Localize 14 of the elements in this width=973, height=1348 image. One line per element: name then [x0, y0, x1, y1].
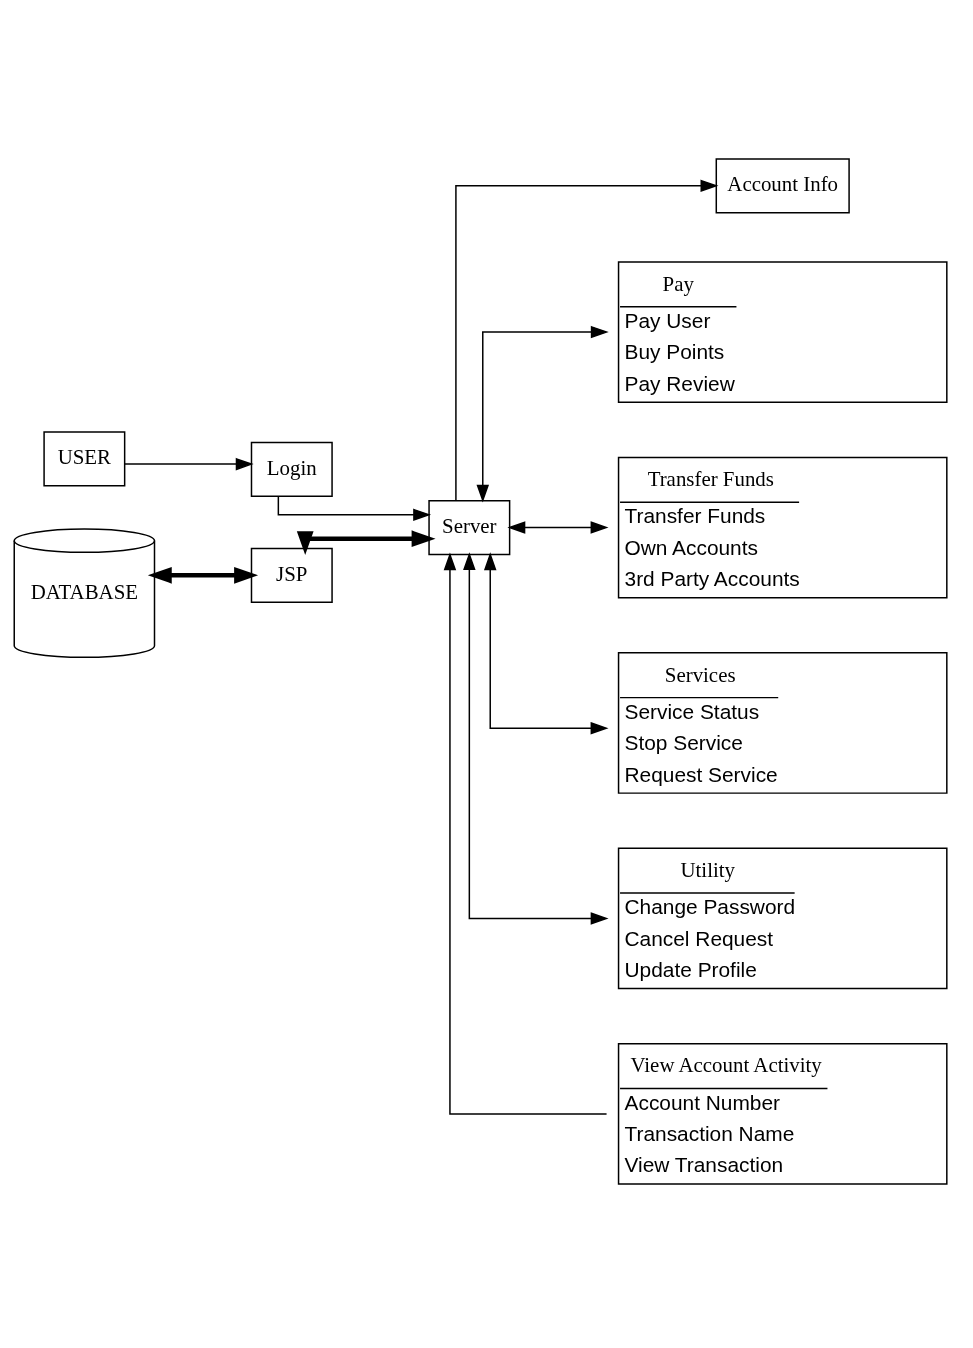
node-box: USER [43, 430, 126, 486]
arrow [443, 551, 608, 1115]
node-box: JSP [250, 547, 333, 603]
arrow [507, 520, 609, 534]
arrow [476, 325, 609, 503]
arrow [463, 551, 609, 925]
arrow [124, 457, 254, 470]
arrow [455, 179, 719, 501]
arrow [147, 566, 259, 584]
node-box: Server [428, 499, 511, 555]
node-box: Account Info [715, 157, 850, 213]
arrow [483, 551, 609, 734]
arrow [296, 529, 436, 555]
node-box: Login [250, 441, 333, 497]
